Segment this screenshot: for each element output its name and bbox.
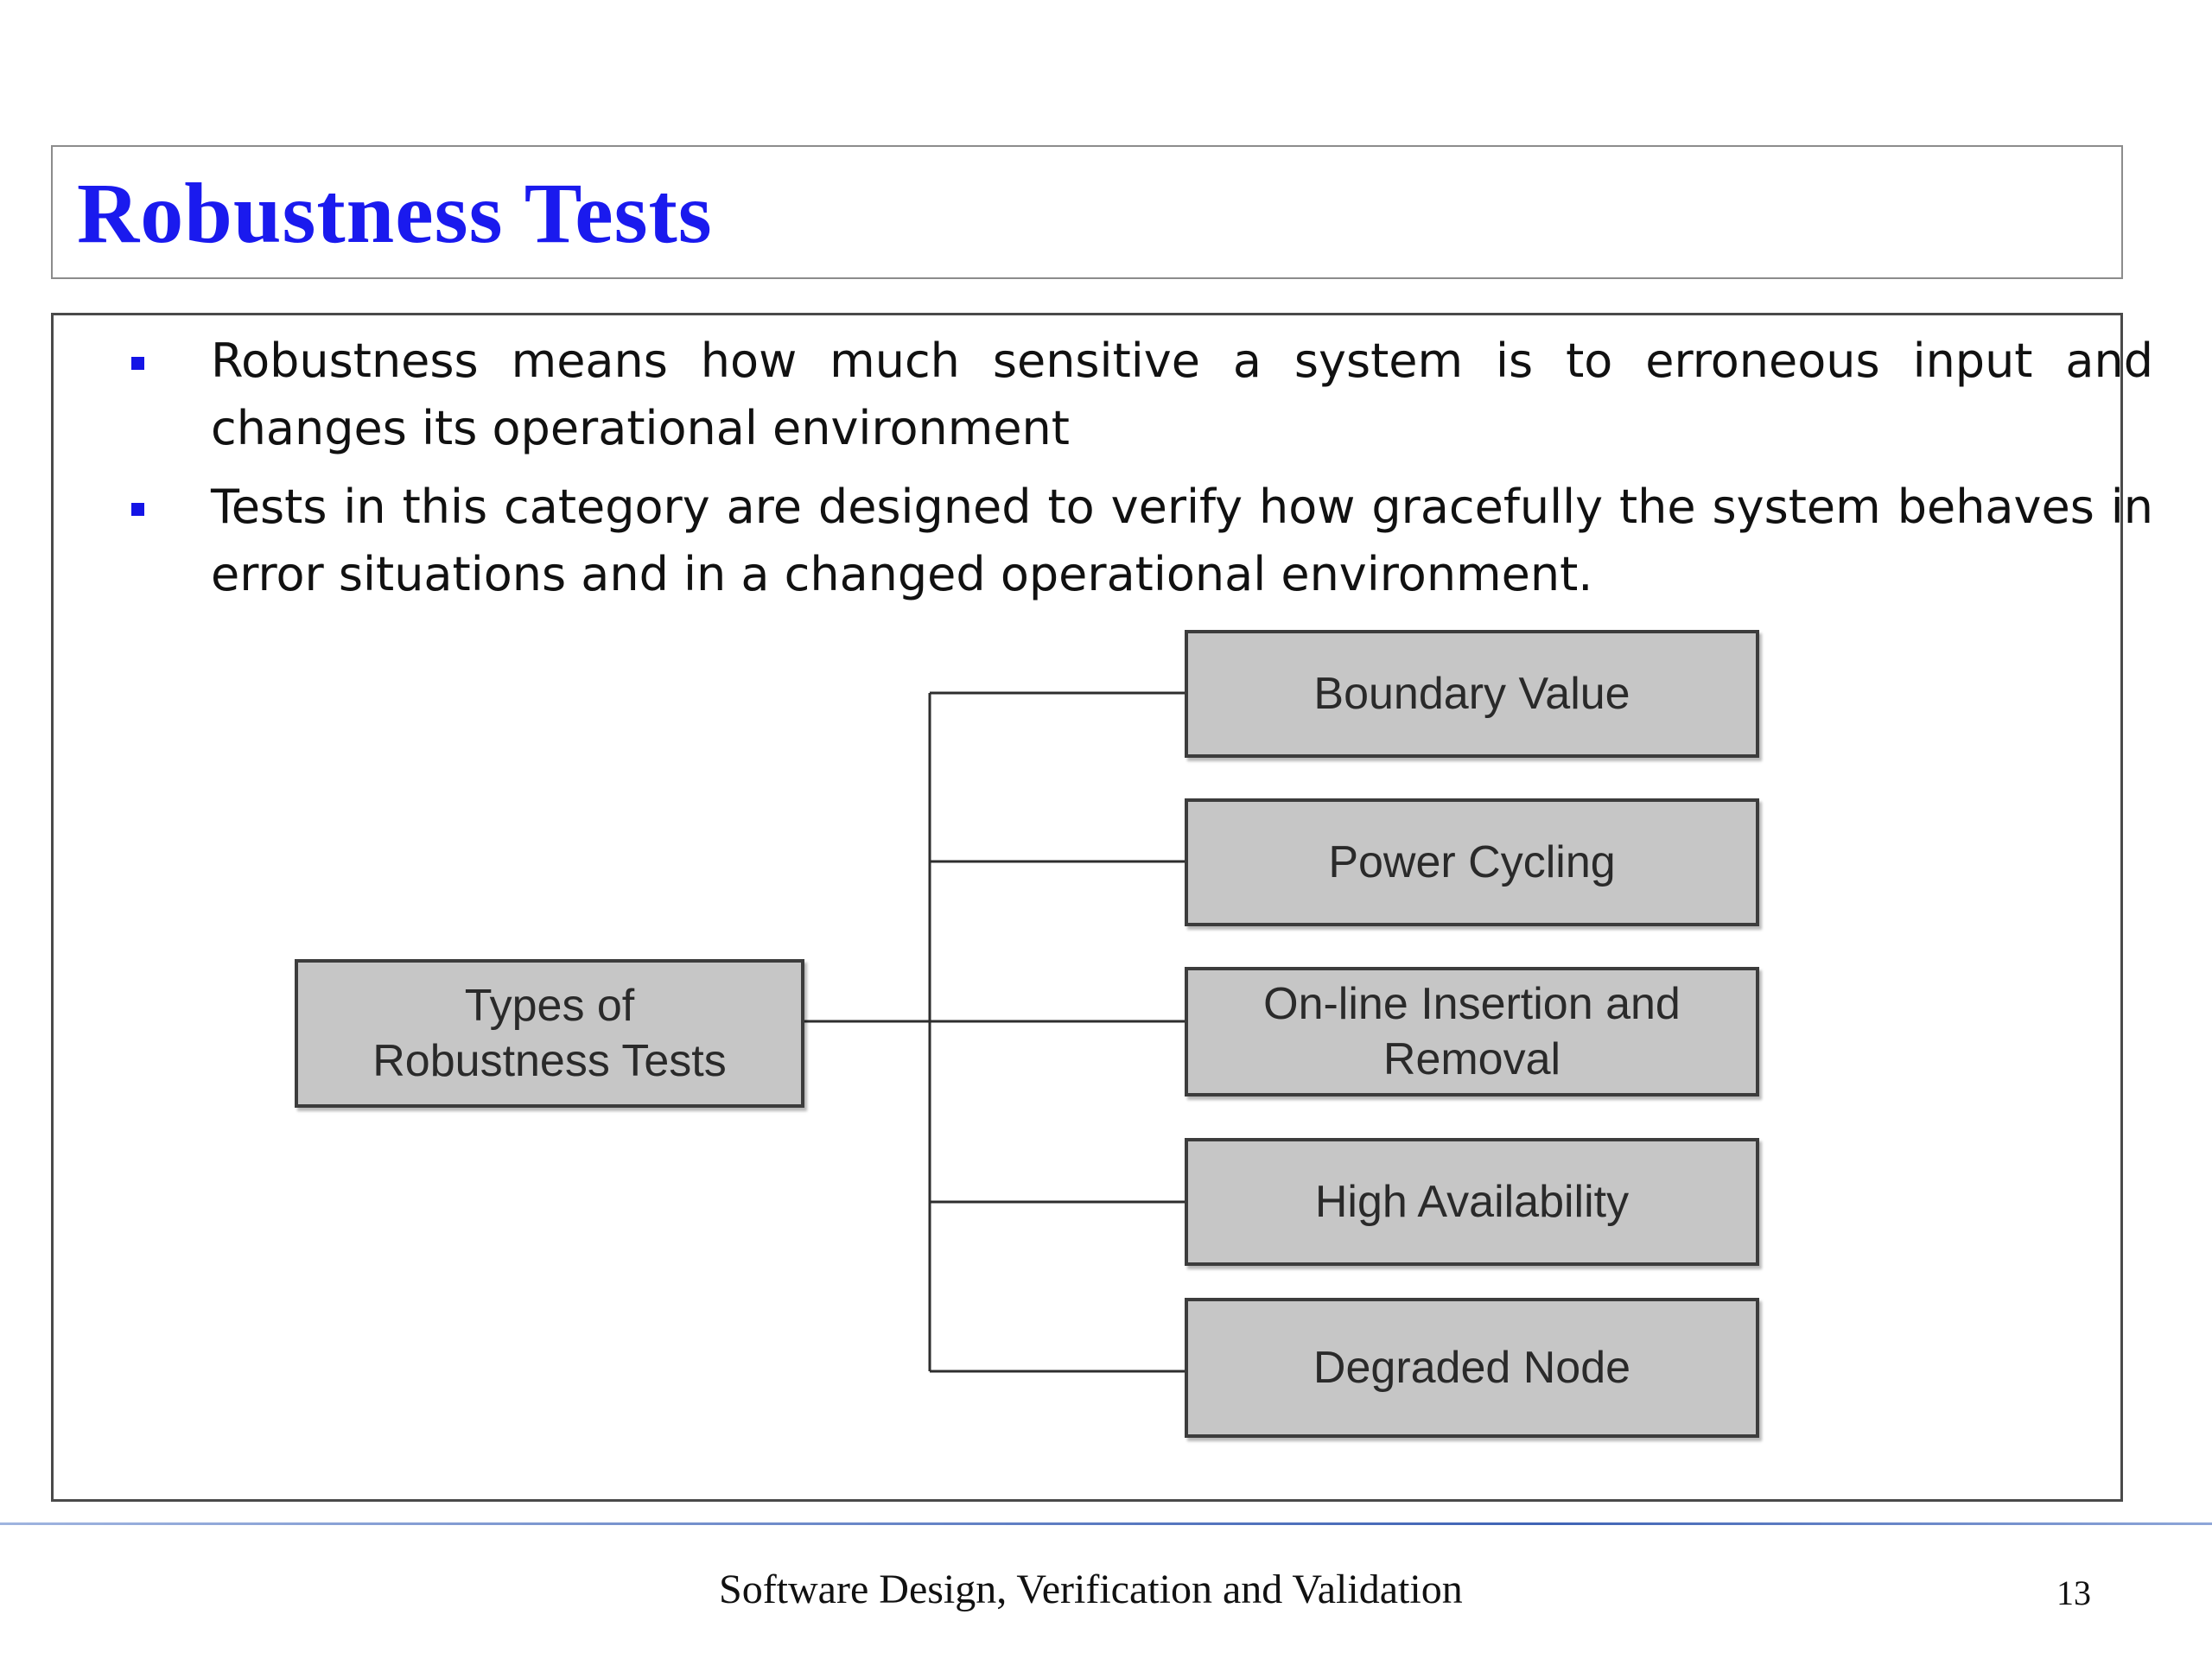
root-node: Types of Robustness Tests: [295, 959, 804, 1108]
child-node-label: Degraded Node: [1313, 1343, 1631, 1393]
child-node-label-line1: On-line Insertion and: [1263, 979, 1681, 1029]
child-node-label: High Availability: [1314, 1177, 1630, 1227]
bullet-square-icon: [131, 503, 144, 516]
child-node-label: Power Cycling: [1328, 837, 1616, 887]
root-node-line2: Robustness Tests: [372, 1036, 727, 1086]
slide-title: Robustness Tests: [77, 165, 713, 261]
content-box: Robustness means how much sensitive a sy…: [51, 313, 2153, 1502]
title-box: Robustness Tests: [51, 145, 2123, 279]
footer-course-title: Software Design, Verification and Valida…: [719, 1567, 1463, 1612]
bullet-text: Tests in this category are designed to v…: [211, 480, 2153, 601]
child-node-high-availability: High Availability: [1185, 1138, 1759, 1266]
root-node-line1: Types of: [464, 981, 635, 1031]
child-node-label-line2: Removal: [1382, 1034, 1561, 1084]
bullet-square-icon: [131, 357, 144, 370]
child-node-degraded-node: Degraded Node: [1185, 1298, 1759, 1438]
child-node-boundary-value: Boundary Value: [1185, 630, 1759, 758]
child-node-label: Boundary Value: [1313, 669, 1630, 719]
bullet-text: Robustness means how much sensitive a sy…: [211, 334, 2153, 455]
page-number: 13: [2056, 1573, 2091, 1612]
footer-divider: [0, 1522, 2212, 1525]
child-node-power-cycling: Power Cycling: [1185, 798, 1759, 926]
child-node-online-insertion: On-line Insertion and Removal: [1185, 967, 1759, 1096]
